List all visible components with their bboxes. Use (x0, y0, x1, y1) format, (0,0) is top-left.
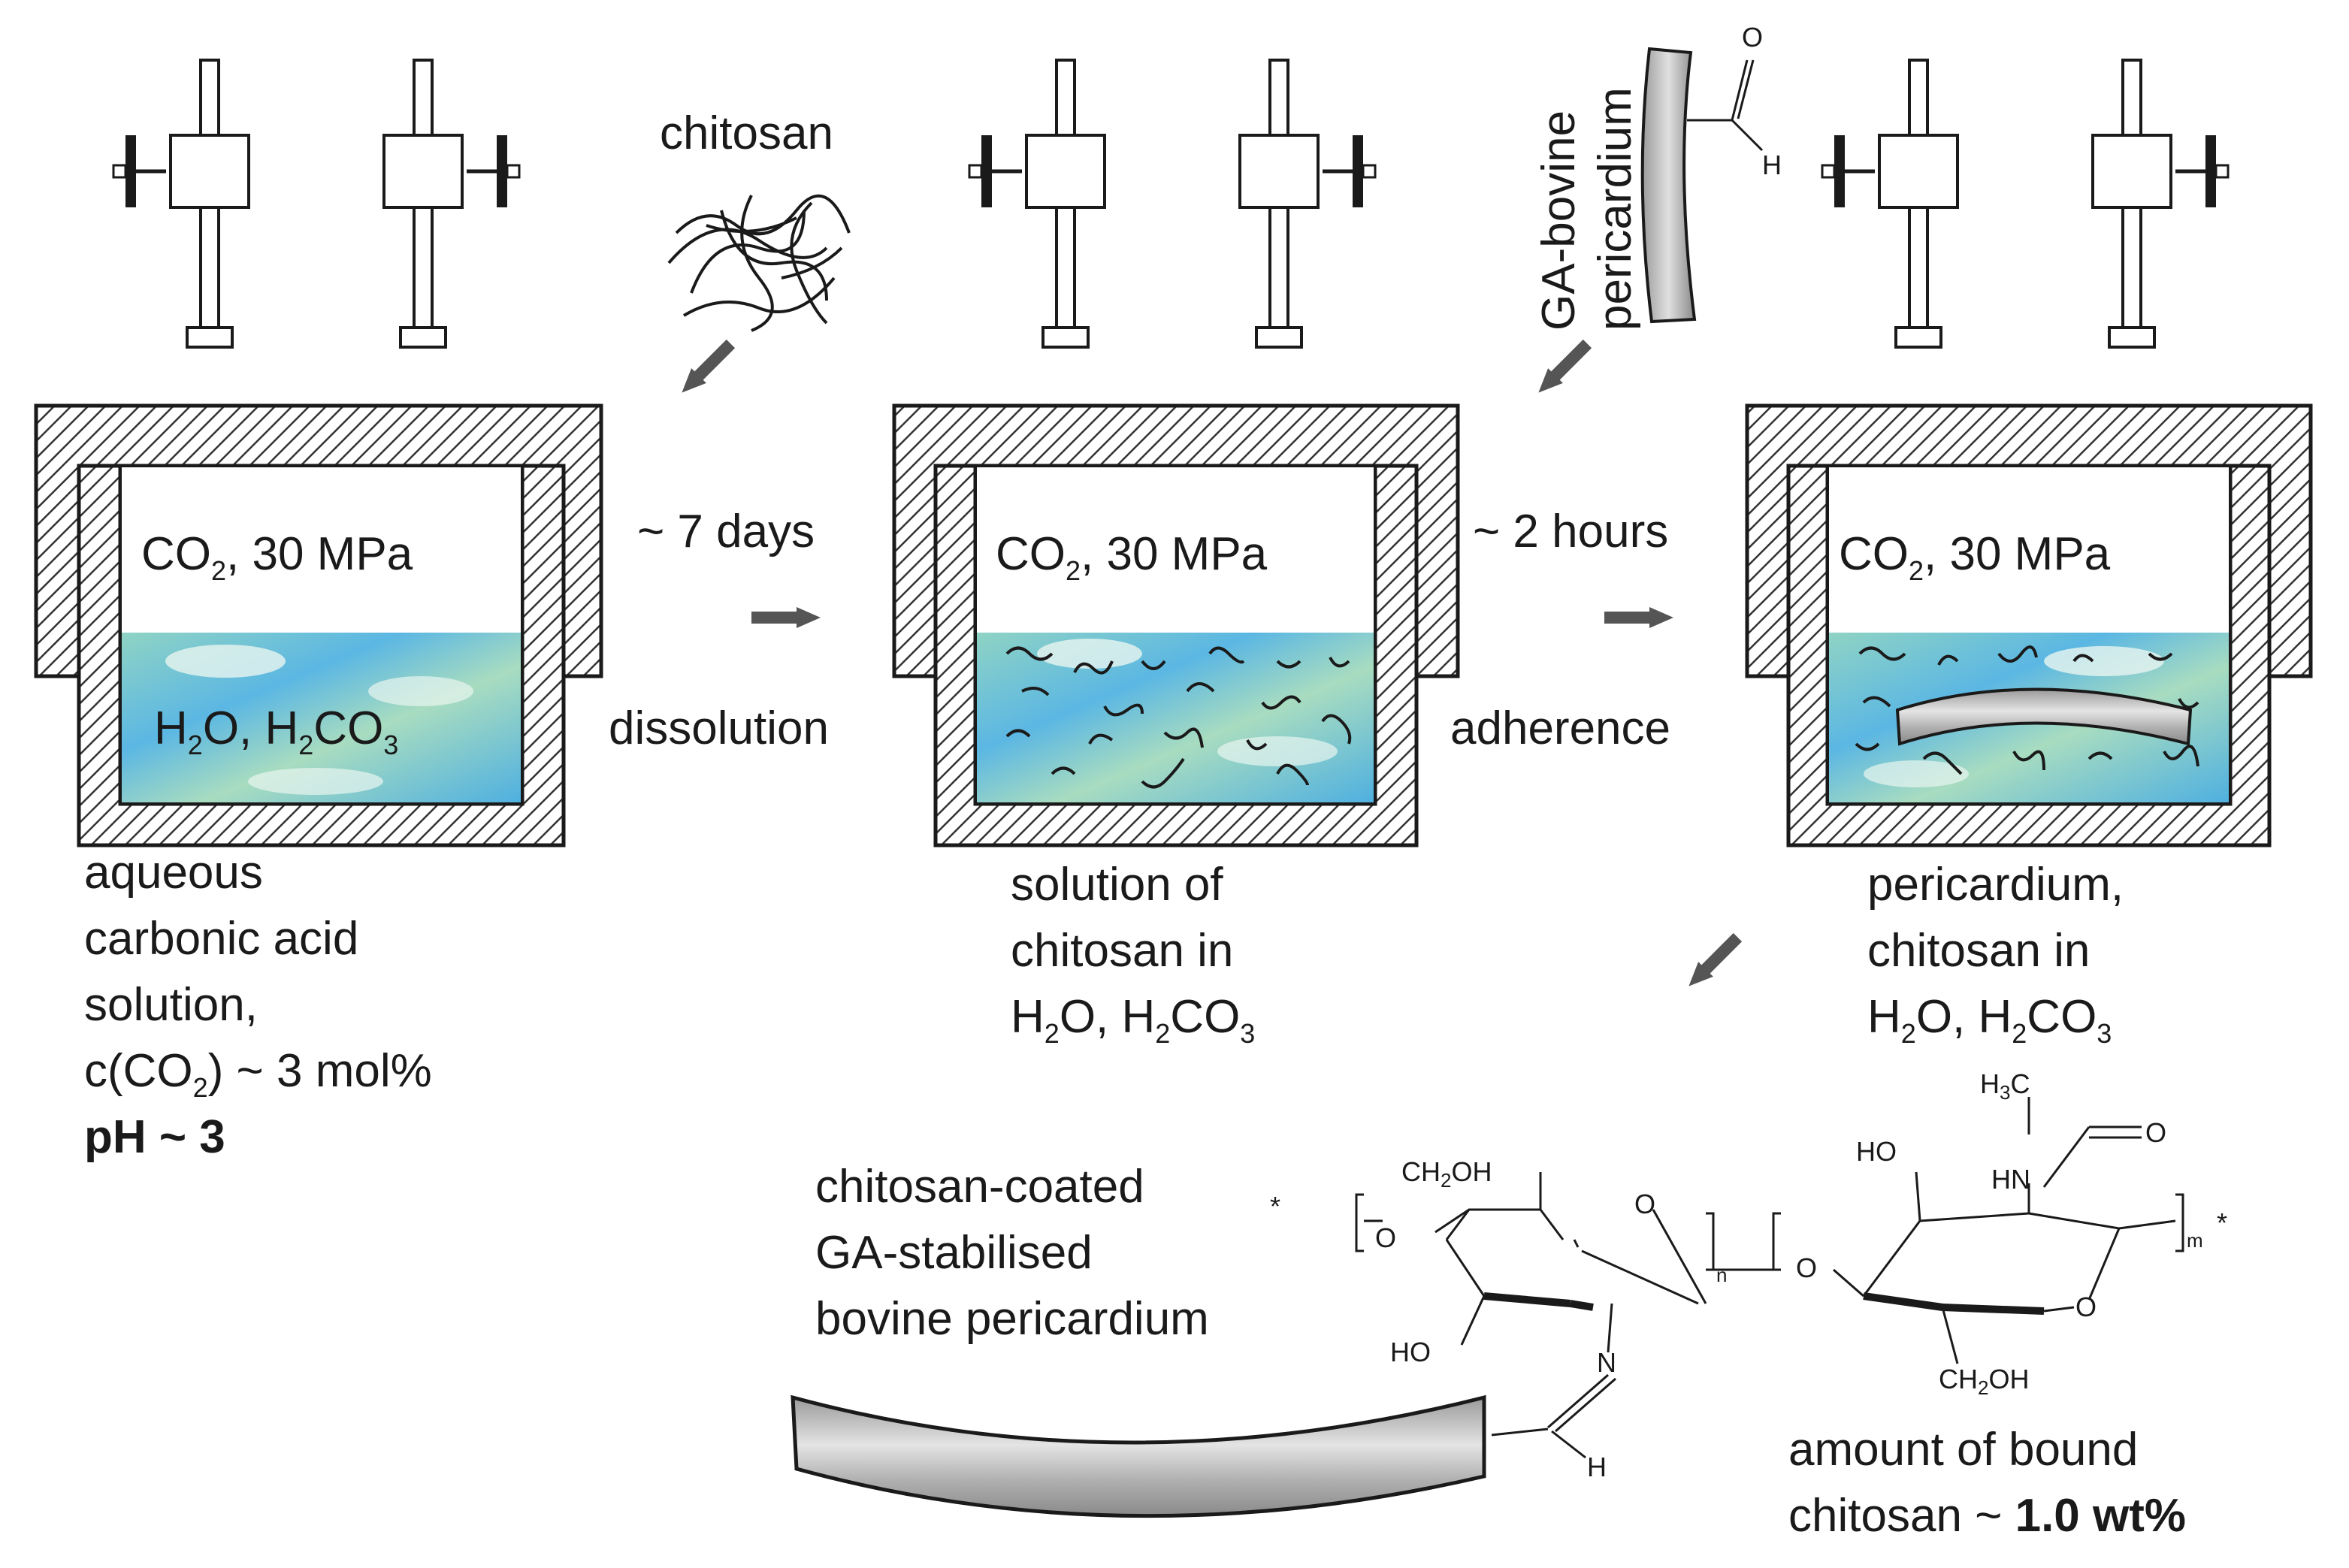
step-2-time: ~ 2 hours (1473, 506, 1668, 557)
svg-text:CH2OH: CH2OH (1401, 1156, 1492, 1192)
vessel-3: CO2, 30 MPa (1745, 59, 2313, 847)
dissolved-chitosan-2 (1005, 646, 1352, 789)
svg-text:O: O (1742, 22, 1763, 53)
svg-text:chitosan in: chitosan in (1867, 925, 2090, 977)
svg-text:*: * (1270, 1191, 1280, 1222)
vessel-2-caption: solution of chitosan in H2O, H2CO3 (1011, 859, 1255, 1049)
svg-text:pericardium: pericardium (1589, 87, 1641, 331)
svg-text:H2O, H2CO3: H2O, H2CO3 (1867, 991, 2112, 1049)
vessel-3-caption: pericardium, chitosan in H2O, H2CO3 (1867, 859, 2124, 1049)
pericardium-strip-icon (1640, 47, 1697, 324)
svg-text:GA-bovine: GA-bovine (1533, 110, 1585, 331)
svg-text:m: m (2187, 1229, 2203, 1252)
svg-text:HO: HO (1856, 1136, 1897, 1167)
arrow-to-product (1681, 929, 1746, 994)
svg-text:n: n (1716, 1264, 1727, 1286)
svg-text:O: O (1796, 1252, 1817, 1283)
vessel-1-liquid-label: H2O, H2CO3 (154, 702, 398, 760)
svg-text:solution of: solution of (1011, 859, 1223, 911)
svg-text:amount of bound: amount of bound (1788, 1424, 2138, 1476)
svg-text:H2O, H2CO3: H2O, H2CO3 (1011, 991, 1255, 1049)
svg-text:chitosan in: chitosan in (1011, 925, 1233, 977)
svg-text:carbonic acid: carbonic acid (84, 913, 358, 965)
chitosan-structure (1355, 1097, 2184, 1459)
svg-text:CH2OH: CH2OH (1939, 1364, 2029, 1399)
chitosan-reagent: chitosan (660, 107, 851, 332)
svg-text:c(CO2) ~ 3 mol%: c(CO2) ~ 3 mol% (84, 1045, 432, 1103)
svg-text:GA-stabilised: GA-stabilised (815, 1227, 1093, 1279)
valve-left-1 (113, 59, 250, 349)
svg-text:chitosan: chitosan (660, 107, 833, 159)
svg-text:pericardium,: pericardium, (1867, 859, 2124, 911)
svg-text:N: N (1597, 1347, 1616, 1378)
svg-text:solution,: solution, (84, 979, 258, 1031)
vessel-1-caption: aqueous carbonic acid solution, c(CO2) ~… (84, 847, 432, 1163)
svg-text:chitosan ~ 1.0 wt%: chitosan ~ 1.0 wt% (1788, 1490, 2186, 1542)
step-1-time: ~ 7 days (637, 506, 815, 557)
vessel-2: CO2, 30 MPa (892, 59, 1460, 847)
svg-text:O: O (1375, 1222, 1396, 1253)
arrow-step-2 (1604, 607, 1673, 628)
vessel-2-gas-label: CO2, 30 MPa (996, 528, 1268, 586)
svg-text:*: * (2217, 1207, 2227, 1238)
pericardium-reagent: GA-bovine pericardium O H (1533, 22, 1782, 331)
svg-text:O: O (1634, 1189, 1655, 1219)
coated-pericardium-strip (791, 1394, 1486, 1518)
chitosan-structure-labels: CH2OH * O O HO N n O HO H3C HN O O CH2OH… (1270, 1068, 2227, 1482)
arrow-step-1 (751, 607, 821, 628)
step-2-process: adherence (1450, 702, 1670, 754)
svg-text:H: H (1587, 1452, 1607, 1482)
arrow-chitosan-in (674, 336, 739, 400)
svg-text:aqueous: aqueous (84, 847, 263, 899)
product-label: chitosan-coated GA-stabilised bovine per… (815, 1161, 1209, 1345)
arrow-pericardium-in (1531, 336, 1595, 400)
valve-right-1 (382, 59, 519, 349)
svg-text:H: H (1762, 150, 1782, 180)
svg-text:HO: HO (1390, 1337, 1431, 1367)
step-1-process: dissolution (609, 702, 829, 754)
amount-label: amount of bound chitosan ~ 1.0 wt% (1788, 1424, 2186, 1542)
immersed-pericardium-strip (1895, 687, 2193, 746)
vessel-1-gas-label: CO2, 30 MPa (141, 528, 413, 586)
svg-text:bovine pericardium: bovine pericardium (815, 1293, 1209, 1345)
svg-text:HN: HN (1991, 1164, 2030, 1195)
svg-text:chitosan-coated: chitosan-coated (815, 1161, 1144, 1213)
vessel-1: CO2, 30 MPa H2O, H2CO3 (34, 59, 603, 847)
chitosan-fibers-icon (667, 194, 851, 332)
svg-text:pH ~ 3: pH ~ 3 (84, 1111, 225, 1163)
svg-text:H3C: H3C (1980, 1068, 2030, 1104)
svg-text:O: O (2075, 1292, 2097, 1322)
vessel-3-gas-label: CO2, 30 MPa (1839, 528, 2111, 586)
svg-text:O: O (2145, 1117, 2166, 1148)
